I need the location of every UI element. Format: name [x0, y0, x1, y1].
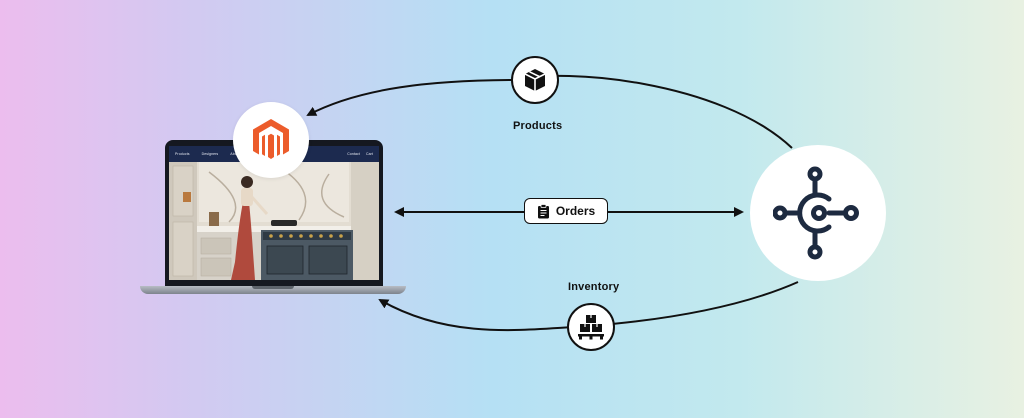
orders-pill[interactable]: Orders [524, 198, 608, 224]
storefront-nav-item[interactable]: Contact [347, 152, 360, 156]
package-icon [524, 69, 546, 91]
kitchen-hero-image [169, 162, 379, 280]
products-node[interactable] [511, 56, 559, 104]
inventory-node[interactable] [567, 303, 615, 351]
products-label: Products [513, 120, 563, 132]
laptop-notch [252, 286, 294, 289]
clipboard-icon [537, 203, 549, 218]
storefront-node[interactable] [233, 102, 309, 178]
boxes-on-pallet-icon [578, 315, 604, 340]
business-central-icon [773, 166, 859, 260]
magento-logo-icon [253, 119, 289, 159]
storefront-nav-item[interactable]: Designers [201, 152, 219, 156]
inventory-label: Inventory [568, 281, 620, 293]
orders-label: Orders [555, 204, 596, 218]
erp-node[interactable] [750, 145, 886, 281]
storefront-nav-item[interactable]: Cart [365, 152, 373, 156]
storefront-screen: Products Designers About Us Contact Cart [169, 146, 379, 280]
laptop-base [140, 286, 406, 294]
storefront-nav-item[interactable]: Products [175, 152, 190, 156]
